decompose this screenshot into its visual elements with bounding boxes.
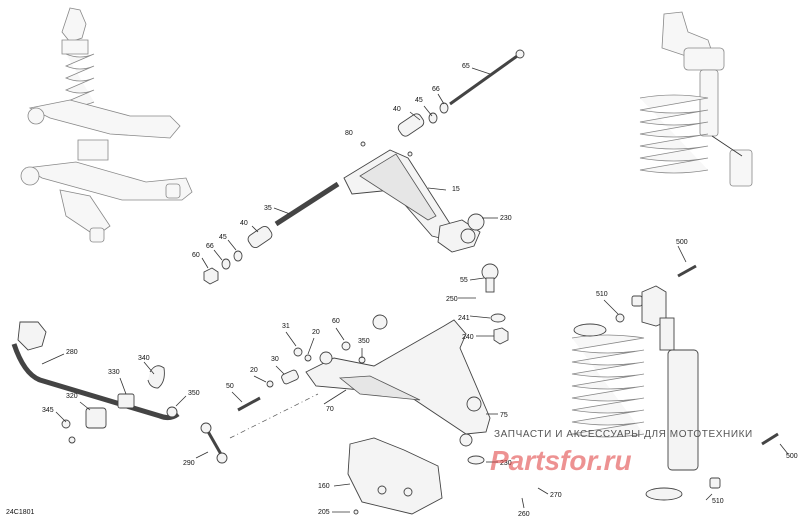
callout-20: 20 (250, 367, 258, 374)
callout-500: 500 (786, 453, 798, 460)
callout-30: 30 (271, 356, 279, 363)
callout-240: 240 (462, 334, 474, 341)
diagram-code: 24C1801 (6, 509, 35, 516)
callout-270: 270 (550, 492, 562, 499)
callout-345: 345 (42, 407, 54, 414)
callout-350: 350 (188, 390, 200, 397)
shock-and-spring-illustration (639, 11, 753, 187)
callout-230: 230 (500, 460, 512, 467)
callout-45: 45 (415, 97, 423, 104)
callout-500: 500 (676, 239, 688, 246)
callout-66: 66 (206, 243, 214, 250)
callout-70: 70 (326, 406, 334, 413)
callout-160: 160 (318, 483, 330, 490)
callout-350: 350 (358, 338, 370, 345)
callout-80: 80 (345, 130, 353, 137)
overview-assembly-illustration (20, 7, 193, 243)
callout-60: 60 (332, 318, 340, 325)
callout-66: 66 (432, 86, 440, 93)
lower-a-arm-group (229, 314, 491, 515)
callout-230: 230 (500, 215, 512, 222)
callout-35: 35 (264, 205, 272, 212)
callout-15: 15 (452, 186, 460, 193)
callout-250: 250 (446, 296, 458, 303)
callout-280: 280 (66, 349, 78, 356)
watermark: ЗАПЧАСТИ И АКСЕССУАРЫ ДЛЯ МОТОТЕХНИКИ Pa… (490, 429, 753, 476)
callout-290: 290 (183, 460, 195, 467)
callout-340: 340 (138, 355, 150, 362)
callout-55: 55 (460, 277, 468, 284)
rear-shock-illustration (571, 264, 779, 501)
callout-45: 45 (219, 234, 227, 241)
watermark-tagline: ЗАПЧАСТИ И АКСЕССУАРЫ ДЛЯ МОТОТЕХНИКИ (494, 429, 753, 440)
callout-260: 260 (518, 511, 530, 518)
leader-lines (41, 67, 789, 513)
callout-40: 40 (393, 106, 401, 113)
callout-510: 510 (712, 498, 724, 505)
callout-510: 510 (596, 291, 608, 298)
callout-20: 20 (312, 329, 320, 336)
watermark-logo: Partsfor.ru (490, 445, 632, 476)
callout-labels: 65 40 45 66 80 15 230 35 40 45 66 60 55 … (42, 63, 798, 518)
callout-40: 40 (240, 220, 248, 227)
callout-60: 60 (192, 252, 200, 259)
callout-50: 50 (226, 383, 234, 390)
callout-75: 75 (500, 412, 508, 419)
callout-330: 330 (108, 369, 120, 376)
upper-a-arm-group (203, 49, 525, 345)
callout-320: 320 (66, 393, 78, 400)
callout-65: 65 (462, 63, 470, 70)
callout-31: 31 (282, 323, 290, 330)
callout-241: 241 (458, 315, 470, 322)
callout-205: 205 (318, 509, 330, 516)
